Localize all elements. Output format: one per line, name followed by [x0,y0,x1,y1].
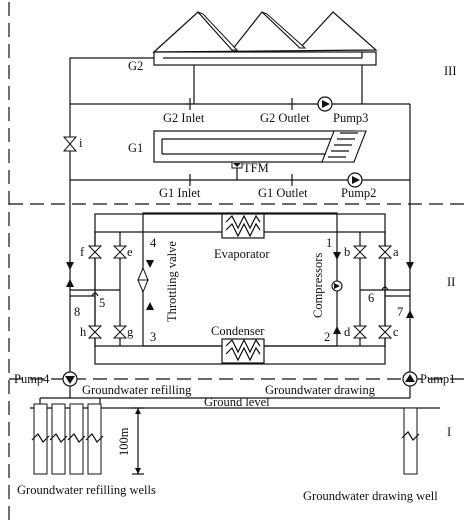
valve-c-label: c [393,325,399,339]
valve-d-icon [352,325,368,339]
condenser-icon [221,338,265,364]
g2-inlet-label: G2 Inlet [163,111,205,125]
valve-e-icon [112,245,128,259]
valve-b-icon [352,245,368,259]
zone-i-label: I [447,425,451,439]
node-6-label: 6 [368,291,374,305]
zone-ii-label: II [447,275,455,289]
pump2-label: Pump2 [341,186,376,200]
valve-a-label: a [393,245,399,259]
throttling-valve-icon [137,266,149,294]
refilling-wells-icon [31,398,104,475]
g2-label: G2 [128,59,143,73]
valve-f-label: f [80,245,85,259]
throttling-valve-label: Throttling valve [165,241,179,322]
valve-g-label: g [127,325,134,339]
g1-outlet-label: G1 Outlet [258,186,308,200]
ground-level-label: Ground level [204,395,270,409]
valve-g-icon [112,325,128,339]
node-3-label: 3 [150,330,156,344]
g2-outlet-label: G2 Outlet [260,111,310,125]
g1-inlet-label: G1 Inlet [159,186,201,200]
building-g1 [153,130,367,163]
node-4-label: 4 [150,236,157,250]
groundwater-drawing-label: Groundwater drawing [265,383,376,397]
g1-label: G1 [128,141,143,155]
condenser-label: Condenser [211,324,265,338]
valve-b-label: b [344,245,350,259]
node-1-label: 1 [326,236,332,250]
valve-h-icon [87,325,103,339]
tfm-label: TFM [243,161,269,175]
node-2-label: 2 [324,330,330,344]
node-8-label: 8 [74,305,80,319]
pump1-label: Pump1 [420,372,455,386]
evaporator-icon [221,213,265,239]
pump3-label: Pump3 [333,111,368,125]
evaporator-label: Evaporator [214,247,270,261]
compressors-label: Compressors [311,253,325,318]
depth-label: 100m [117,427,131,456]
greenhouse-g2 [152,11,378,66]
drawing-well-label: Groundwater drawing well [303,489,438,503]
refilling-wells-label: Groundwater refilling wells [17,483,156,497]
valve-c-icon [377,325,393,339]
groundwater-refilling-label: Groundwater refilling [82,383,192,397]
valve-h-label: h [80,325,87,339]
valve-e-label: e [127,245,133,259]
drawing-well-icon [401,407,420,475]
valve-i-icon [62,136,78,152]
g2-return-pipe [69,57,154,204]
valve-i-label: i [79,136,83,150]
valve-f-icon [87,245,103,259]
node-5-label: 5 [99,296,105,310]
valve-a-icon [377,245,393,259]
node-7-label: 7 [397,305,403,319]
zone-iii-label: III [444,64,457,78]
compressor-icon [331,280,343,292]
valve-d-label: d [344,325,351,339]
tfm-icon [231,161,243,169]
pump4-label: Pump4 [14,372,50,386]
